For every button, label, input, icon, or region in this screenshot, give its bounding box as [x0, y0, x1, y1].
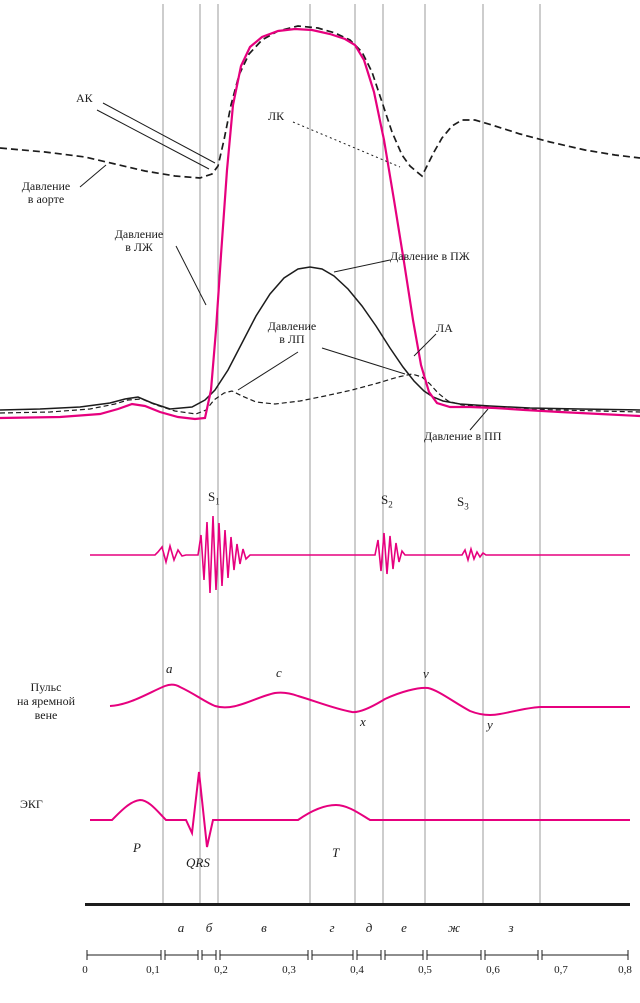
lv-pressure-label-line1: Давление: [114, 227, 164, 241]
pulmonary-artery-label: ЛА: [436, 321, 453, 335]
heart-sound-1-label: S1: [208, 489, 220, 507]
heart-sound-1-sub: 1: [215, 496, 220, 507]
venous-wave-y-label: y: [487, 717, 493, 732]
phase-letter-e: е: [401, 920, 407, 935]
aortic-pressure-label-line1: Давление: [21, 179, 71, 193]
heart-sound-2-base: S: [381, 492, 389, 507]
phase-letter-z: з: [508, 920, 514, 935]
phonocardiogram-trace: [90, 515, 630, 594]
phase-letter-g: г: [329, 920, 335, 935]
heart-sound-1-base: S: [208, 489, 216, 504]
heart-sound-3-label: S3: [457, 494, 469, 512]
ecg-qrs-label: QRS: [186, 855, 210, 870]
time-tick-02: 0,2: [214, 964, 228, 976]
aortic-pressure-label: Давление в аорте: [6, 180, 86, 206]
time-tick-08: 0,8: [618, 964, 632, 976]
time-tick-04: 0,4: [350, 964, 364, 976]
phase-letter-d: д: [365, 920, 373, 935]
venous-wave-c-label: c: [276, 665, 282, 680]
venous-pulse-label-line1: Пульс: [30, 680, 62, 694]
phase-gridlines: [162, 4, 541, 903]
phase-letter-v: в: [261, 920, 267, 935]
ecg-trace: [90, 771, 630, 848]
heart-sound-2-label: S2: [381, 492, 393, 510]
interval-brackets: [86, 950, 629, 960]
phase-letter-a: а: [177, 920, 185, 935]
venous-pulse-label-line3: вене: [34, 708, 58, 722]
heart-sound-3-sub: 3: [464, 501, 469, 512]
ecg-p-wave-label: P: [133, 840, 141, 855]
phase-letter-zh: ж: [447, 920, 461, 935]
lv-pressure-label: Давление в ЛЖ: [98, 228, 180, 254]
label-leader-lines: [79, 102, 489, 431]
time-tick-06: 0,6: [486, 964, 500, 976]
ecg-label: ЭКГ: [20, 797, 43, 811]
aortic-pressure-curve: [0, 25, 640, 179]
la-pressure-label-line1: Давление: [267, 319, 317, 333]
time-tick-0: 0: [82, 964, 88, 976]
time-tick-03: 0,3: [282, 964, 296, 976]
venous-wave-v-label: v: [423, 666, 429, 681]
phase-letter-b: б: [205, 920, 213, 935]
rv-pressure-label: Давление в ПЖ: [390, 249, 470, 263]
atrial-pressure-curve: [0, 373, 640, 415]
la-pressure-label-line2: в ЛП: [279, 332, 305, 346]
time-tick-01: 0,1: [146, 964, 160, 976]
lv-pressure-curve: [0, 27, 640, 421]
valve-close-label: ЛК: [268, 109, 285, 123]
heart-sound-3-base: S: [457, 494, 465, 509]
time-tick-05: 0,5: [418, 964, 432, 976]
aortic-valve-open-label: АК: [76, 91, 93, 105]
aortic-pressure-label-line2: в аорте: [27, 192, 65, 206]
venous-pulse-label: Пульс на яремной вене: [0, 680, 92, 722]
venous-wave-x-label: x: [360, 714, 366, 729]
time-axis-bar: [85, 903, 630, 906]
ecg-t-wave-label: T: [332, 845, 340, 860]
la-pressure-label: Давление в ЛП: [250, 320, 334, 346]
venous-pulse-label-line2: на яремной: [16, 694, 76, 708]
ra-pressure-label: Давление в ПП: [424, 429, 502, 443]
venous-wave-a-label: a: [166, 661, 173, 676]
heart-sound-2-sub: 2: [388, 499, 393, 510]
venous-pulse-trace: [109, 683, 630, 716]
time-tick-07: 0,7: [554, 964, 568, 976]
lv-pressure-label-line2: в ЛЖ: [125, 240, 153, 254]
